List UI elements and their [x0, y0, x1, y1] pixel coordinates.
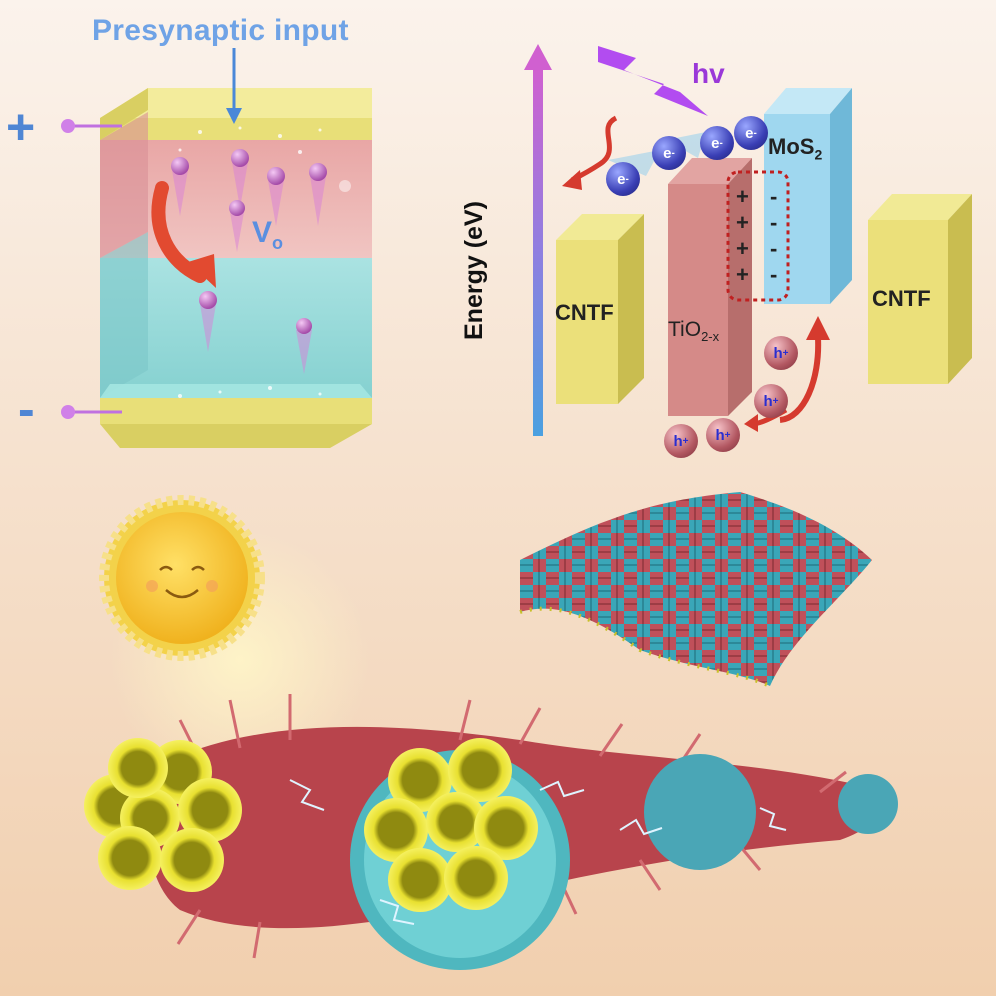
oxygen-vacancy-ions: [171, 149, 327, 374]
interface-negative-charge: -: [770, 210, 778, 235]
drift-arrow: [151, 181, 207, 283]
hole: h+: [664, 424, 698, 458]
woven-fabric-icon: [519, 492, 872, 688]
interface-positive-charge: +: [736, 184, 749, 209]
sun-icon: [99, 495, 370, 790]
interface-negative-charge: -: [770, 184, 778, 209]
energy-axis-label: Energy (eV): [460, 201, 488, 340]
cntf-left-label: CNTF: [555, 300, 614, 325]
mos2-label: MoS2: [768, 134, 823, 163]
interface-positive-charge: +: [736, 210, 749, 235]
photon-energy-label: hv: [692, 58, 725, 89]
hole: h+: [706, 418, 740, 452]
interface-positive-charge: +: [736, 262, 749, 287]
electron: e-: [700, 126, 734, 160]
electron: e-: [606, 162, 640, 196]
positive-terminal-label: +: [6, 99, 36, 155]
tio2-label: TiO2-x: [668, 318, 720, 345]
presynaptic-input-label: Presynaptic input: [92, 14, 349, 47]
hole: h+: [764, 336, 798, 370]
interface-positive-charge: +: [736, 236, 749, 261]
electron: e-: [652, 136, 686, 170]
cntf-right-label: CNTF: [872, 286, 931, 311]
hole: h+: [754, 384, 788, 418]
lightning-icon: [598, 46, 708, 116]
electron: e-: [734, 116, 768, 150]
negative-terminal-label: -: [18, 381, 35, 437]
band-diagram: [524, 44, 972, 436]
interface-negative-charge: -: [770, 236, 778, 261]
interface-negative-charge: -: [770, 262, 778, 287]
fiber-bundle-icon: [84, 694, 898, 970]
oxygen-vacancy-label: Vo: [252, 216, 284, 253]
memristor-device: [61, 48, 372, 448]
